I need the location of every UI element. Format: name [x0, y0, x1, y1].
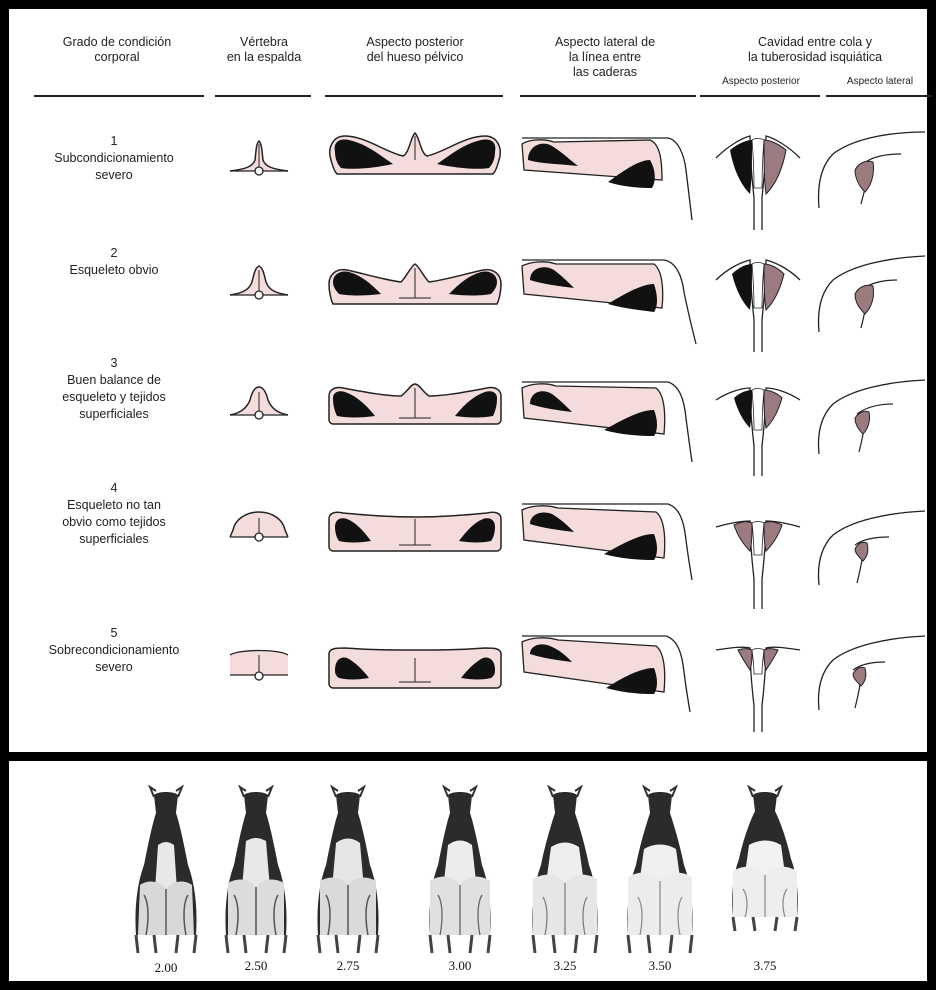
- cow-rear-view-image-5: [525, 785, 605, 955]
- vertebra-diagram-5: [225, 643, 295, 688]
- pelvic-posterior-diagram-1: [325, 130, 505, 180]
- grade-label-5: 5 Sobrecondicionamiento severo: [18, 625, 210, 676]
- header-vertebra: Vértebra en la espalda: [212, 35, 316, 65]
- tail-lateral-diagram-5: [815, 628, 930, 713]
- vertebra-diagram-1: [225, 138, 295, 183]
- header-lateral: Aspecto lateral de la línea entre las ca…: [515, 35, 695, 80]
- hip-lateral-diagram-3: [518, 374, 698, 469]
- tail-posterior-diagram-3: [708, 374, 808, 479]
- header-posterior: Aspecto posterior del hueso pélvico: [325, 35, 505, 65]
- header-rule-grado: [34, 95, 204, 97]
- grade-description: Esqueleto no tan obvio como tejidos supe…: [62, 498, 166, 546]
- tail-lateral-diagram-4: [815, 505, 930, 590]
- vertebra-diagram-4: [225, 504, 295, 549]
- header-cavidad: Cavidad entre cola y la tuberosidad isqu…: [700, 35, 930, 65]
- grade-number: 3: [18, 355, 210, 372]
- grade-label-3: 3 Buen balance de esqueleto y tejidos su…: [18, 355, 210, 423]
- header-rule-cav-posterior: [700, 95, 820, 97]
- hip-lateral-diagram-1: [518, 130, 698, 225]
- header-cavidad-posterior: Aspecto posterior: [697, 75, 825, 88]
- header-rule-vertebra: [215, 95, 311, 97]
- pelvic-posterior-diagram-2: [325, 260, 505, 310]
- tail-posterior-diagram-1: [708, 128, 808, 233]
- photo-score-label: 3.00: [425, 958, 495, 974]
- tail-posterior-diagram-2: [708, 250, 808, 355]
- cow-rear-view-image-4: [420, 785, 500, 955]
- hip-lateral-diagram-4: [518, 496, 698, 591]
- hip-lateral-diagram-5: [518, 628, 698, 723]
- photo-score-label: 3.75: [730, 958, 800, 974]
- grade-label-2: 2 Esqueleto obvio: [18, 245, 210, 279]
- photo-score-label: 2.00: [131, 960, 201, 976]
- grade-description: Sobrecondicionamiento severo: [49, 643, 180, 674]
- pelvic-posterior-diagram-4: [325, 505, 505, 555]
- grade-number: 5: [18, 625, 210, 642]
- tail-posterior-diagram-5: [708, 628, 808, 733]
- cow-rear-view-image-1: [128, 785, 204, 955]
- pelvic-posterior-diagram-3: [325, 380, 505, 430]
- cow-rear-view-image-7: [725, 785, 805, 935]
- tail-posterior-diagram-4: [708, 505, 808, 610]
- grade-description: Subcondicionamiento severo: [54, 151, 174, 182]
- hip-lateral-diagram-2: [518, 252, 698, 347]
- header-grado: Grado de condición corporal: [22, 35, 212, 65]
- grade-label-1: 1 Subcondicionamiento severo: [18, 133, 210, 184]
- photo-score-label: 3.50: [625, 958, 695, 974]
- header-rule-posterior: [325, 95, 503, 97]
- cow-rear-view-image-2: [218, 785, 294, 955]
- grade-description: Buen balance de esqueleto y tejidos supe…: [62, 373, 166, 421]
- header-rule-cav-lateral: [826, 95, 932, 97]
- grade-label-4: 4 Esqueleto no tan obvio como tejidos su…: [18, 480, 210, 548]
- header-cavidad-lateral: Aspecto lateral: [824, 75, 936, 88]
- section-divider: [0, 752, 936, 761]
- grade-number: 2: [18, 245, 210, 262]
- header-rule-lateral: [520, 95, 696, 97]
- grade-description: Esqueleto obvio: [70, 263, 159, 277]
- cow-rear-view-image-6: [620, 785, 700, 955]
- pelvic-posterior-diagram-5: [325, 642, 505, 692]
- photo-score-label: 2.50: [221, 958, 291, 974]
- vertebra-diagram-3: [225, 382, 295, 427]
- photo-score-label: 2.75: [313, 958, 383, 974]
- grade-number: 4: [18, 480, 210, 497]
- tail-lateral-diagram-1: [815, 128, 930, 213]
- photo-score-label: 3.25: [530, 958, 600, 974]
- vertebra-diagram-2: [225, 262, 295, 307]
- grade-number: 1: [18, 133, 210, 150]
- tail-lateral-diagram-3: [815, 374, 930, 459]
- cow-rear-view-image-3: [310, 785, 386, 955]
- tail-lateral-diagram-2: [815, 252, 930, 337]
